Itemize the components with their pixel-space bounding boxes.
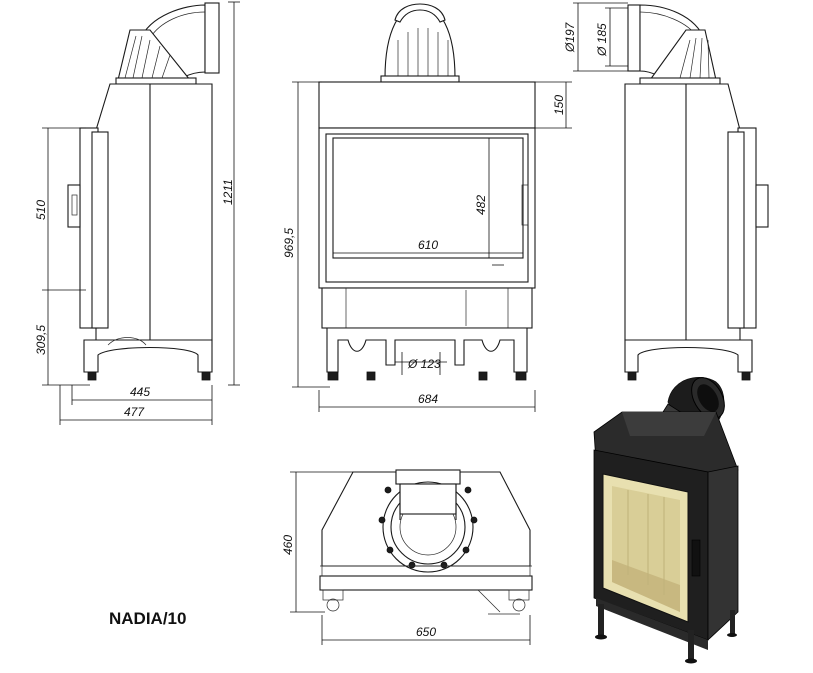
dim-front-top: 150 <box>552 95 566 115</box>
dim-side-depth-total: 477 <box>124 405 145 419</box>
fireplace-3d-illustration <box>593 377 739 664</box>
dim-plan-depth: 460 <box>281 535 295 555</box>
dim-side-depth-inner: 445 <box>130 385 150 399</box>
dim-front-height: 969,5 <box>282 228 296 258</box>
dim-side-height-total: 1211 <box>221 179 235 205</box>
dim-flue-outer: Ø197 <box>563 21 577 53</box>
side-view-left <box>42 1 240 425</box>
dim-glass-width: 610 <box>418 238 438 252</box>
plan-bolts <box>378 486 478 569</box>
plan-view <box>290 469 533 645</box>
dim-flue-inner: Ø 185 <box>595 23 609 57</box>
front-view <box>292 3 572 412</box>
dim-plan-width: 650 <box>416 625 436 639</box>
side-view-right <box>573 2 769 381</box>
dim-side-lower: 309,5 <box>34 325 48 355</box>
dim-side-upper: 510 <box>34 200 48 220</box>
dim-glass-height: 482 <box>474 195 488 215</box>
model-label: NADIA/10 <box>109 609 186 628</box>
dim-outlet-front: Ø 123 <box>407 357 441 371</box>
dim-front-width: 684 <box>418 392 438 406</box>
